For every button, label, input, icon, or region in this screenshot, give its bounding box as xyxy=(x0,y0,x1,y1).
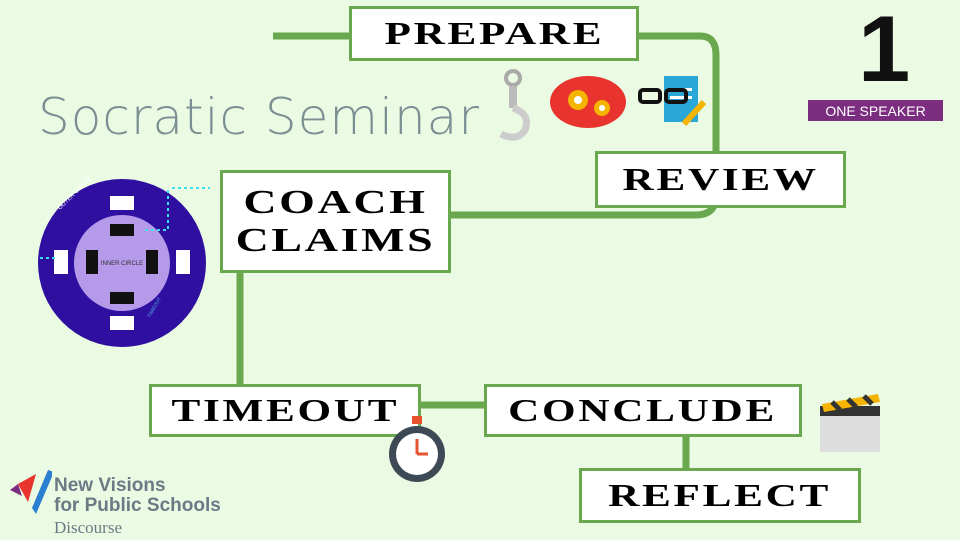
new-visions-logo-icon xyxy=(10,470,52,514)
logo-subtitle: Discourse xyxy=(54,518,122,537)
one-speaker-badge: ONE SPEAKER xyxy=(808,100,943,121)
inner-circle-label: INNER CIRCLE xyxy=(101,261,143,267)
logo-text: New Visions for Public Schools xyxy=(54,476,221,516)
logo-line2: for Public Schools xyxy=(54,495,221,516)
step-coach-claims: COACH CLAIMS xyxy=(220,170,451,273)
brain-gears-icon xyxy=(550,76,626,128)
step-review: REVIEW xyxy=(595,151,846,208)
logo-line1: New Visions xyxy=(54,475,166,496)
step-reflect: REFLECT xyxy=(579,468,861,523)
circle-diagram: INNER CIRCLE OUTER CIRCLE TIMEOUT xyxy=(38,176,210,347)
stopwatch-icon xyxy=(389,416,445,482)
hook-icon xyxy=(499,69,530,141)
step-conclude: CONCLUDE xyxy=(484,384,802,437)
step-prepare: PREPARE xyxy=(349,6,639,61)
one-number: 1 xyxy=(858,0,911,101)
glasses-document-icon xyxy=(638,76,707,127)
page-title: Socratic Seminar xyxy=(38,88,480,146)
step-timeout: TIMEOUT xyxy=(149,384,421,437)
clapperboard-icon xyxy=(820,394,880,452)
